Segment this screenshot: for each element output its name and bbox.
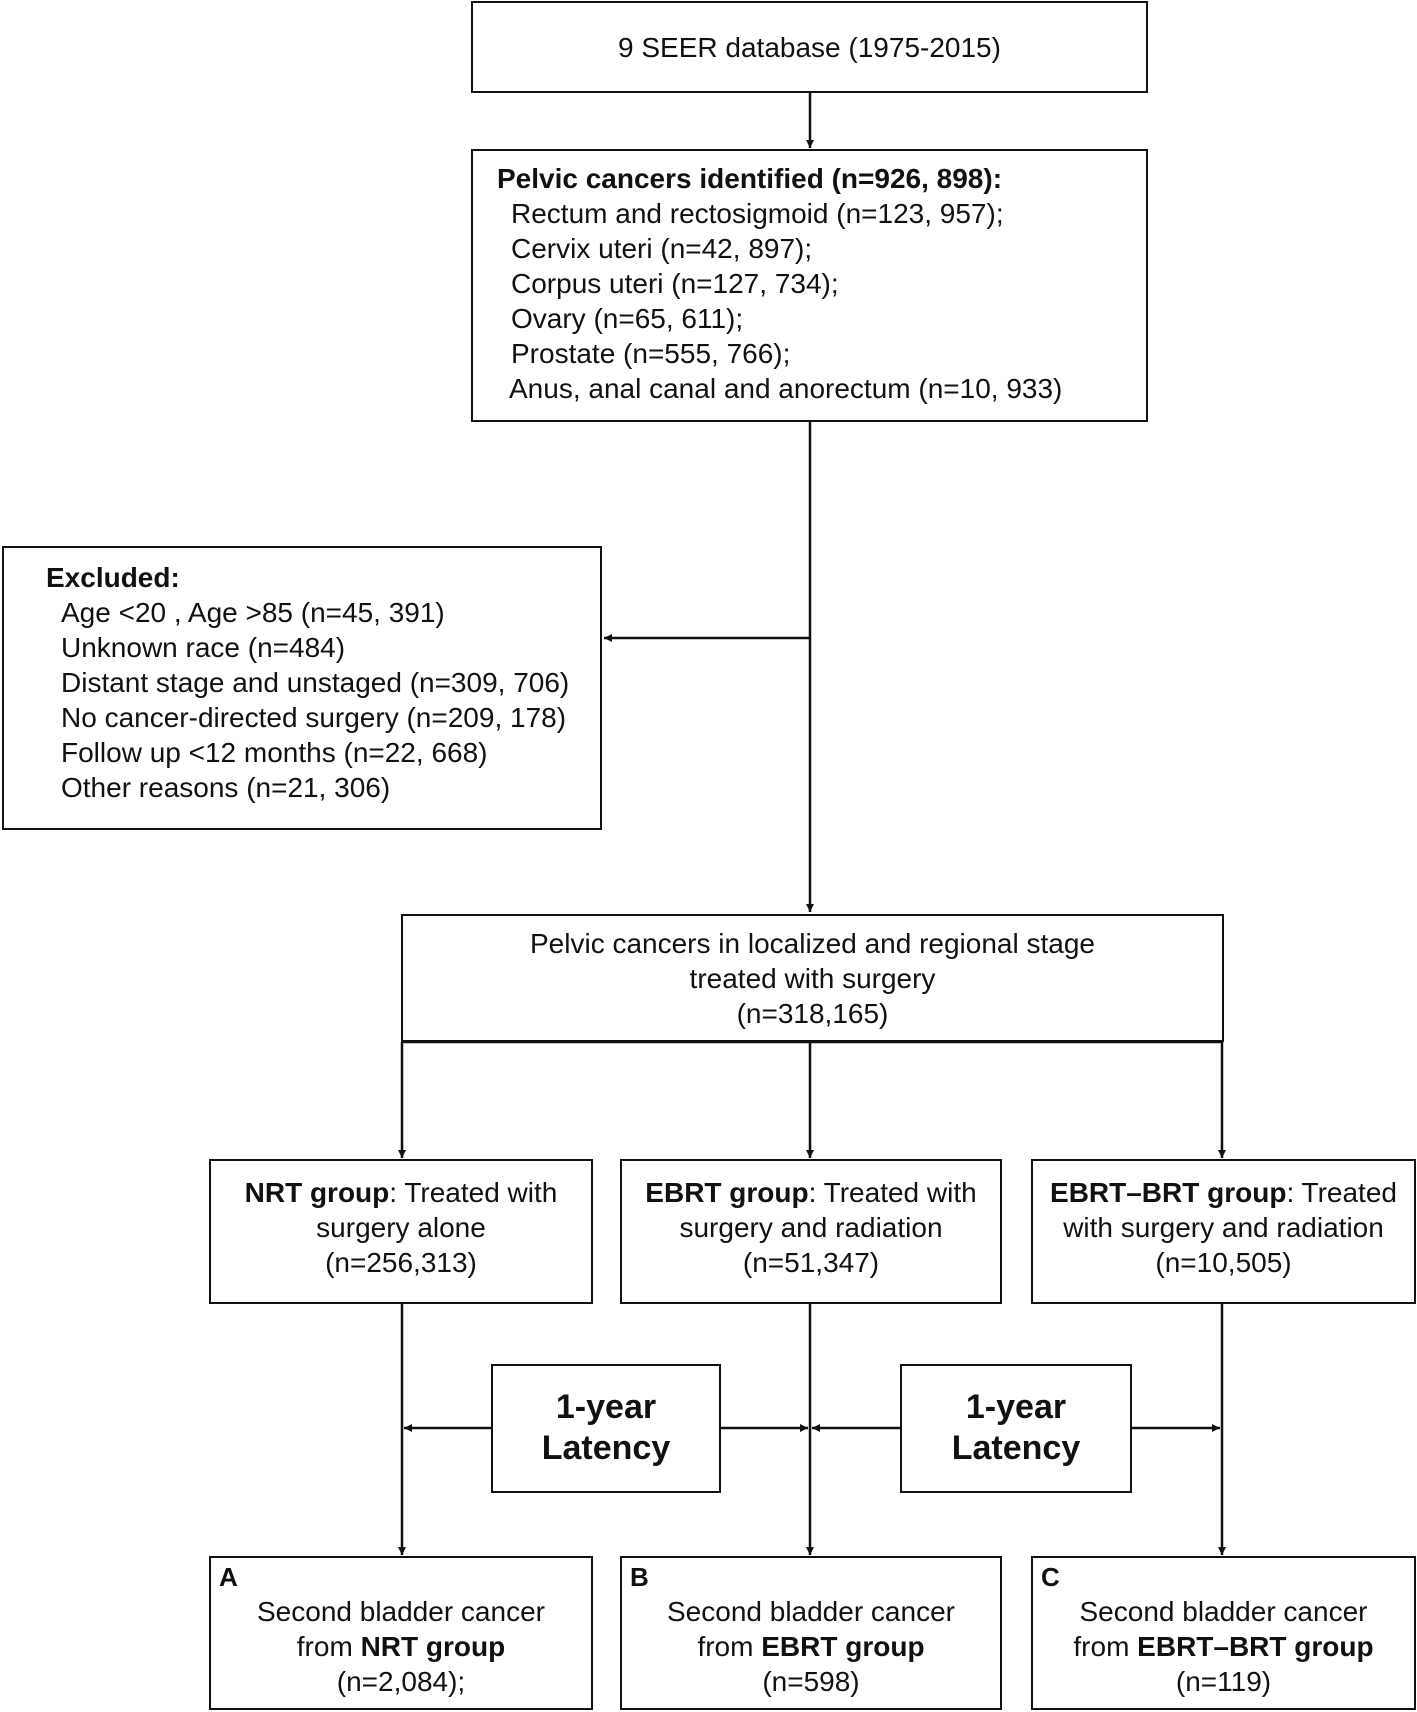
localized-line-1: Pelvic cancers in localized and regional… (530, 928, 1095, 959)
excluded-box: Excluded: Age <20 , Age >85 (n=45, 391) … (2, 546, 602, 830)
outcome-b-from: from (697, 1631, 762, 1662)
ebrt-brt-group-desc-1: : Treated (1286, 1177, 1397, 1208)
pelvic-item-ovary: Ovary (n=65, 611); (511, 303, 744, 334)
ebrt-brt-group-desc-2: with surgery and radiation (1063, 1212, 1384, 1243)
outcome-b-count: (n=598) (762, 1666, 860, 1697)
ebrt-brt-group-count: (n=10,505) (1155, 1247, 1292, 1278)
excluded-item-race: Unknown race (n=484) (61, 632, 346, 663)
outcome-box-b: B Second bladder cancer from EBRT group … (620, 1556, 1002, 1710)
nrt-group-name: NRT group (244, 1177, 390, 1208)
panel-letter-c: C (1041, 1562, 1060, 1592)
latency-box-left: 1-year Latency (491, 1364, 721, 1493)
nrt-group-count: (n=256,313) (325, 1247, 477, 1278)
ebrt-group-box: EBRT group: Treated with surgery and rad… (620, 1159, 1002, 1304)
nrt-group-desc-1: : Treated with (389, 1177, 558, 1208)
outcome-a-group: NRT group (360, 1631, 506, 1662)
excluded-heading: Excluded: (46, 562, 180, 593)
pelvic-cancers-box: Pelvic cancers identified (n=926, 898): … (471, 149, 1148, 422)
latency-box-right: 1-year Latency (900, 1364, 1132, 1493)
pelvic-item-anus: Anus, anal canal and anorectum (n=10, 93… (509, 373, 1063, 404)
pelvic-item-prostate: Prostate (n=555, 766); (511, 338, 791, 369)
latency-right-line-1: 1-year (965, 1388, 1067, 1426)
localized-regional-box: Pelvic cancers in localized and regional… (401, 914, 1224, 1042)
panel-letter-b: B (630, 1562, 649, 1592)
outcome-c-group: EBRT–BRT group (1137, 1631, 1374, 1662)
source-text: 9 SEER database (1975-2015) (618, 32, 1001, 63)
pelvic-item-cervix: Cervix uteri (n=42, 897); (511, 233, 813, 264)
outcome-a-line-1: Second bladder cancer (257, 1596, 545, 1627)
panel-letter-a: A (219, 1562, 238, 1592)
outcome-a-from: from (296, 1631, 361, 1662)
excluded-item-followup: Follow up <12 months (n=22, 668) (61, 737, 488, 768)
outcome-c-from: from (1073, 1631, 1138, 1662)
ebrt-brt-group-box: EBRT–BRT group: Treated with surgery and… (1031, 1159, 1416, 1304)
ebrt-group-name: EBRT group (645, 1177, 809, 1208)
ebrt-group-desc-1: : Treated with (808, 1177, 977, 1208)
outcome-box-c: C Second bladder cancer from EBRT–BRT gr… (1031, 1556, 1416, 1710)
outcome-box-a: A Second bladder cancer from NRT group (… (209, 1556, 593, 1710)
excluded-item-other: Other reasons (n=21, 306) (61, 772, 391, 803)
outcome-b-line-1: Second bladder cancer (667, 1596, 955, 1627)
localized-count: (n=318,165) (736, 998, 889, 1029)
nrt-group-desc-2: surgery alone (316, 1212, 486, 1243)
latency-right-line-2: Latency (951, 1429, 1081, 1467)
ebrt-brt-group-name: EBRT–BRT group (1050, 1177, 1287, 1208)
outcome-b-group: EBRT group (761, 1631, 925, 1662)
outcome-c-count: (n=119) (1175, 1666, 1272, 1697)
outcome-c-line-1: Second bladder cancer (1079, 1596, 1368, 1627)
pelvic-item-corpus: Corpus uteri (n=127, 734); (511, 268, 839, 299)
outcome-a-count: (n=2,084); (336, 1666, 466, 1697)
ebrt-group-count: (n=51,347) (742, 1247, 880, 1278)
excluded-item-surgery: No cancer-directed surgery (n=209, 178) (61, 702, 567, 733)
pelvic-heading: Pelvic cancers identified (n=926, 898): (497, 163, 1003, 194)
excluded-item-age: Age <20 , Age >85 (n=45, 391) (61, 597, 445, 628)
source-box: 9 SEER database (1975-2015) (471, 1, 1148, 93)
latency-left-line-1: 1-year (555, 1388, 657, 1426)
nrt-group-box: NRT group: Treated with surgery alone (n… (209, 1159, 593, 1304)
latency-left-line-2: Latency (541, 1429, 671, 1467)
ebrt-group-desc-2: surgery and radiation (679, 1212, 943, 1243)
localized-line-2: treated with surgery (689, 963, 936, 994)
excluded-item-stage: Distant stage and unstaged (n=309, 706) (61, 667, 570, 698)
pelvic-item-rectum: Rectum and rectosigmoid (n=123, 957); (511, 198, 1004, 229)
